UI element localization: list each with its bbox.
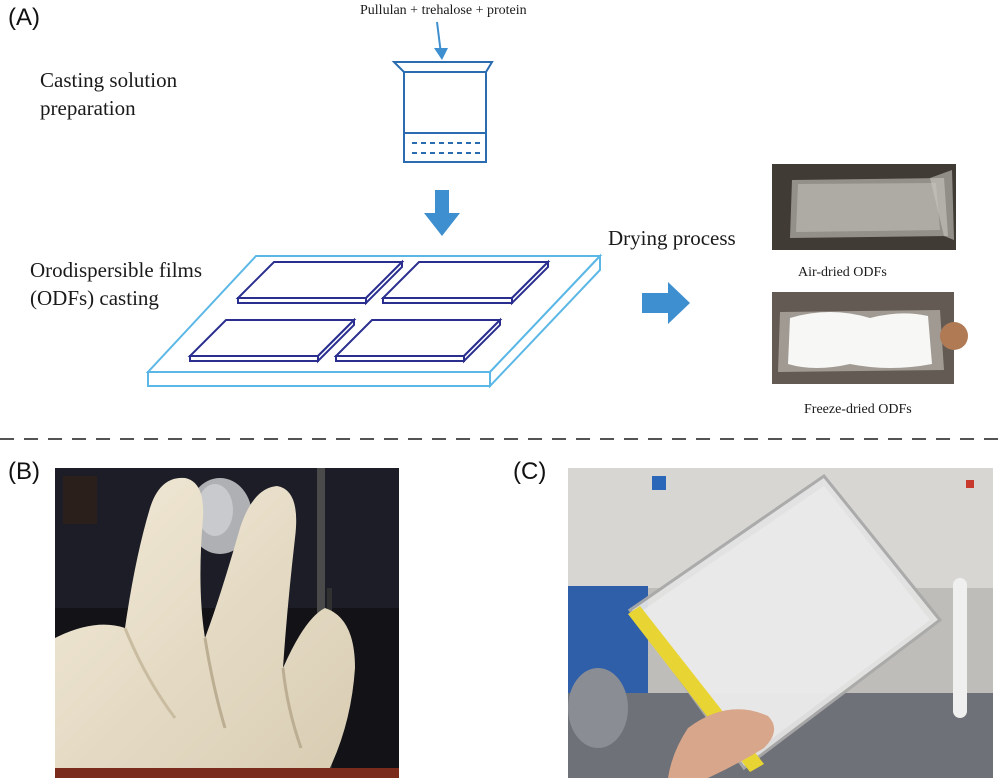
film-bottom-right xyxy=(333,317,503,364)
odf-casting-label: Orodispersible films (ODFs) casting xyxy=(30,256,202,312)
petri-dish-photo xyxy=(568,468,993,778)
odf-casting-line1: Orodispersible films xyxy=(30,258,203,282)
panel-b-label: (B) xyxy=(8,458,40,485)
film-bottom-left xyxy=(187,317,357,364)
casting-solution-line1: Casting solution xyxy=(40,68,178,92)
right-block-arrow-icon xyxy=(642,282,690,324)
gloved-hand xyxy=(55,477,355,778)
casting-solution-label: Casting solution preparation xyxy=(40,66,177,122)
down-block-arrow-icon xyxy=(424,190,460,236)
air-dried-odf-photo xyxy=(772,164,956,250)
film-top-left xyxy=(235,259,405,306)
panel-a-label: (A) xyxy=(8,4,40,31)
film-held-photo xyxy=(55,468,399,778)
air-dried-caption: Air-dried ODFs xyxy=(798,265,887,280)
panel-c-label: (C) xyxy=(513,458,547,485)
odf-casting-line2: (ODFs) casting xyxy=(30,286,159,310)
process-diagram xyxy=(0,21,1000,440)
drying-process-label: Drying process xyxy=(608,226,736,250)
film-top-right xyxy=(380,259,551,306)
hand xyxy=(668,709,775,778)
ingredients-label: Pullulan + trehalose + protein xyxy=(360,3,527,18)
freeze-dried-odf-photo xyxy=(772,292,968,384)
beaker-icon xyxy=(391,61,494,163)
casting-solution-line2: preparation xyxy=(40,96,136,120)
freeze-dried-caption: Freeze-dried ODFs xyxy=(804,402,912,417)
ingredient-arrow xyxy=(434,21,448,60)
